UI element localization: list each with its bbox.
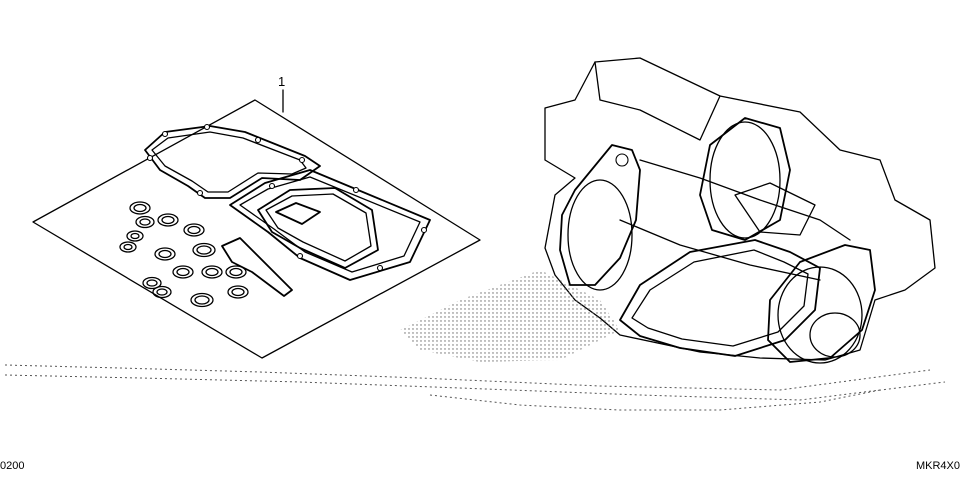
callout-number: 1 (278, 74, 285, 89)
small-gasket (221, 237, 293, 297)
crankcase-gasket (144, 123, 321, 199)
cylinder-gasket-right (767, 244, 876, 364)
engine-outline (544, 57, 936, 361)
ground-shadow (4, 364, 946, 411)
halftone-shadow (400, 270, 620, 362)
part-callout: 1 (278, 74, 285, 113)
bolt-holes (146, 123, 306, 197)
diagram-code-right: MKR4X0 (915, 460, 960, 472)
head-gasket (619, 239, 821, 357)
cylinder-gasket-left (559, 144, 641, 291)
diagram-code-left: 0200 (0, 460, 25, 472)
o-rings (119, 201, 249, 308)
gasket-kit-sheet (32, 99, 481, 359)
cover-gasket (257, 187, 379, 269)
cylinder-gasket-center (699, 117, 816, 241)
oil-pan-gasket (229, 169, 431, 281)
